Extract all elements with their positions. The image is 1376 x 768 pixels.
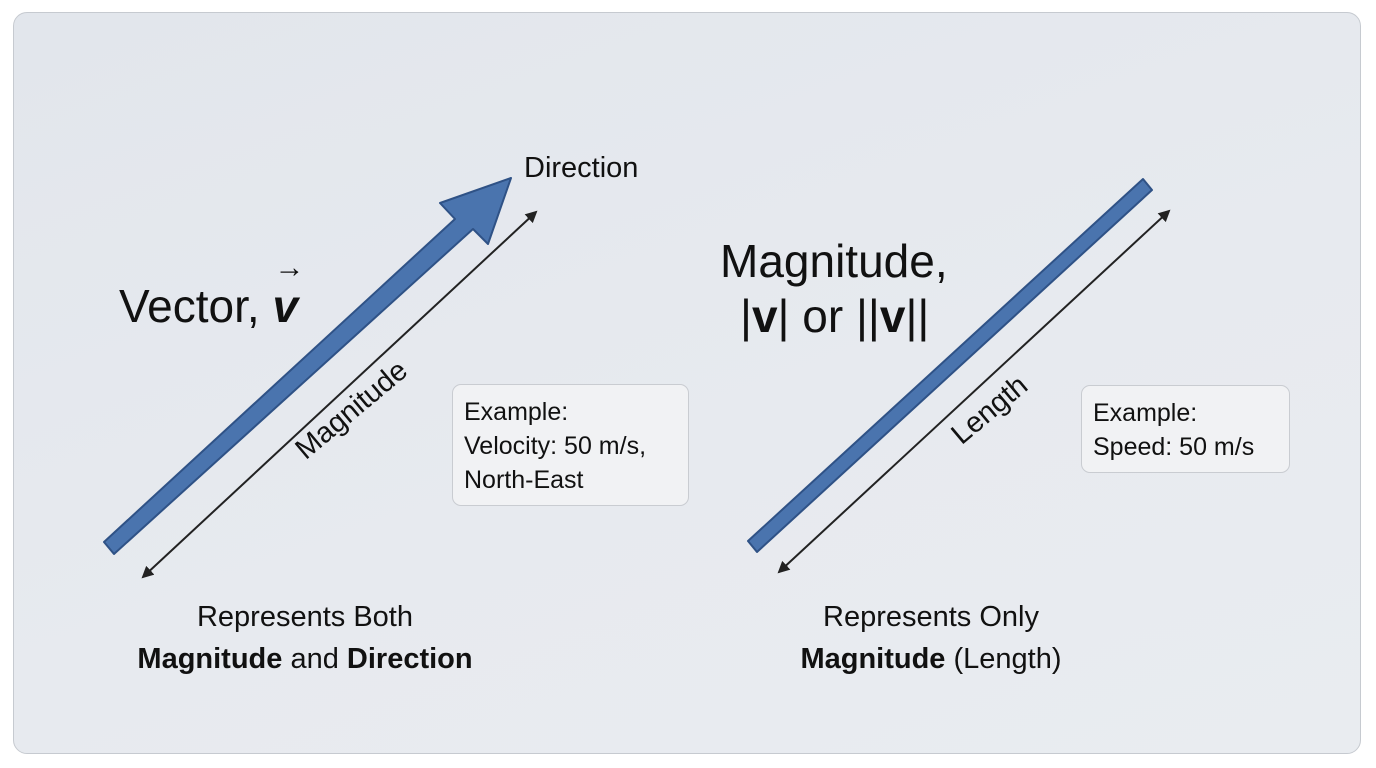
vector-arrow-accent: →	[274, 251, 305, 284]
example-direction: North-East	[464, 466, 584, 494]
example-speed: Speed: 50 m/s	[1093, 433, 1255, 461]
vector-title-text: Vector,	[119, 280, 273, 332]
direction-label: Direction	[524, 152, 639, 184]
vector-title: Vector, →v	[119, 251, 305, 332]
magnitude-title: Magnitude,	[720, 235, 948, 287]
vector-caption: Represents Both Magnitude and Direction	[100, 596, 510, 680]
velocity-example-box: Example: Velocity: 50 m/s, North-East	[452, 384, 689, 506]
vector-caption-line2: Magnitude and Direction	[137, 643, 473, 675]
speed-example-box: Example: Speed: 50 m/s	[1081, 385, 1290, 473]
vector-symbol: →v	[272, 251, 305, 332]
length-dimension-line	[777, 209, 1171, 574]
magnitude-dimension-line	[141, 210, 538, 579]
vector-arrow	[103, 177, 512, 555]
norm-notation: |v| or ||v||	[740, 290, 930, 342]
magnitude-caption: Represents Only Magnitude (Length)	[740, 596, 1122, 680]
magnitude-caption-line2: Magnitude (Length)	[800, 643, 1062, 675]
example-velocity: Velocity: 50 m/s,	[464, 432, 647, 460]
vector-caption-line1: Represents Both	[196, 601, 413, 633]
magnitude-caption-line1: Represents Only	[823, 601, 1039, 633]
example-heading: Example:	[1093, 399, 1198, 427]
example-heading: Example:	[464, 398, 569, 426]
